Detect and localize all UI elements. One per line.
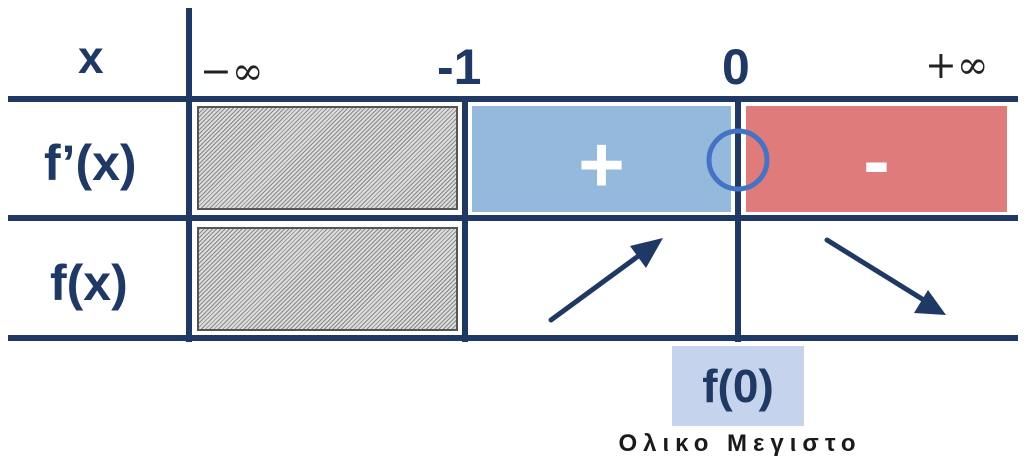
row-label-function: f(x) xyxy=(50,255,128,311)
horizontal-divider-2 xyxy=(8,215,1018,221)
vertical-divider-label-column xyxy=(186,8,192,342)
undefined-region-function xyxy=(197,227,458,331)
x-value-minus-one: -1 xyxy=(437,39,482,95)
horizontal-divider-1 xyxy=(8,96,1018,102)
circle-marker-icon xyxy=(706,128,770,192)
derivative-sign-positive: + xyxy=(472,106,731,212)
row-label-x: x xyxy=(78,31,104,83)
x-value-neg-infinity: −∞ xyxy=(200,49,264,93)
undefined-region-derivative xyxy=(197,106,458,210)
extremum-value-box: f(0) xyxy=(672,346,804,426)
extremum-caption: Ολικο Μεγιστο xyxy=(618,430,862,457)
minus-sign: - xyxy=(863,116,890,205)
row-label-derivative: f’(x) xyxy=(44,135,137,191)
derivative-sign-negative: - xyxy=(746,106,1007,212)
horizontal-divider-3 xyxy=(8,335,1018,341)
x-value-pos-infinity: +∞ xyxy=(925,43,989,87)
arrow-up-right-icon xyxy=(548,238,663,323)
arrow-down-right-icon xyxy=(824,237,946,315)
plus-sign: + xyxy=(578,120,625,209)
x-value-zero: 0 xyxy=(722,39,750,95)
extremum-value-label: f(0) xyxy=(702,360,774,412)
